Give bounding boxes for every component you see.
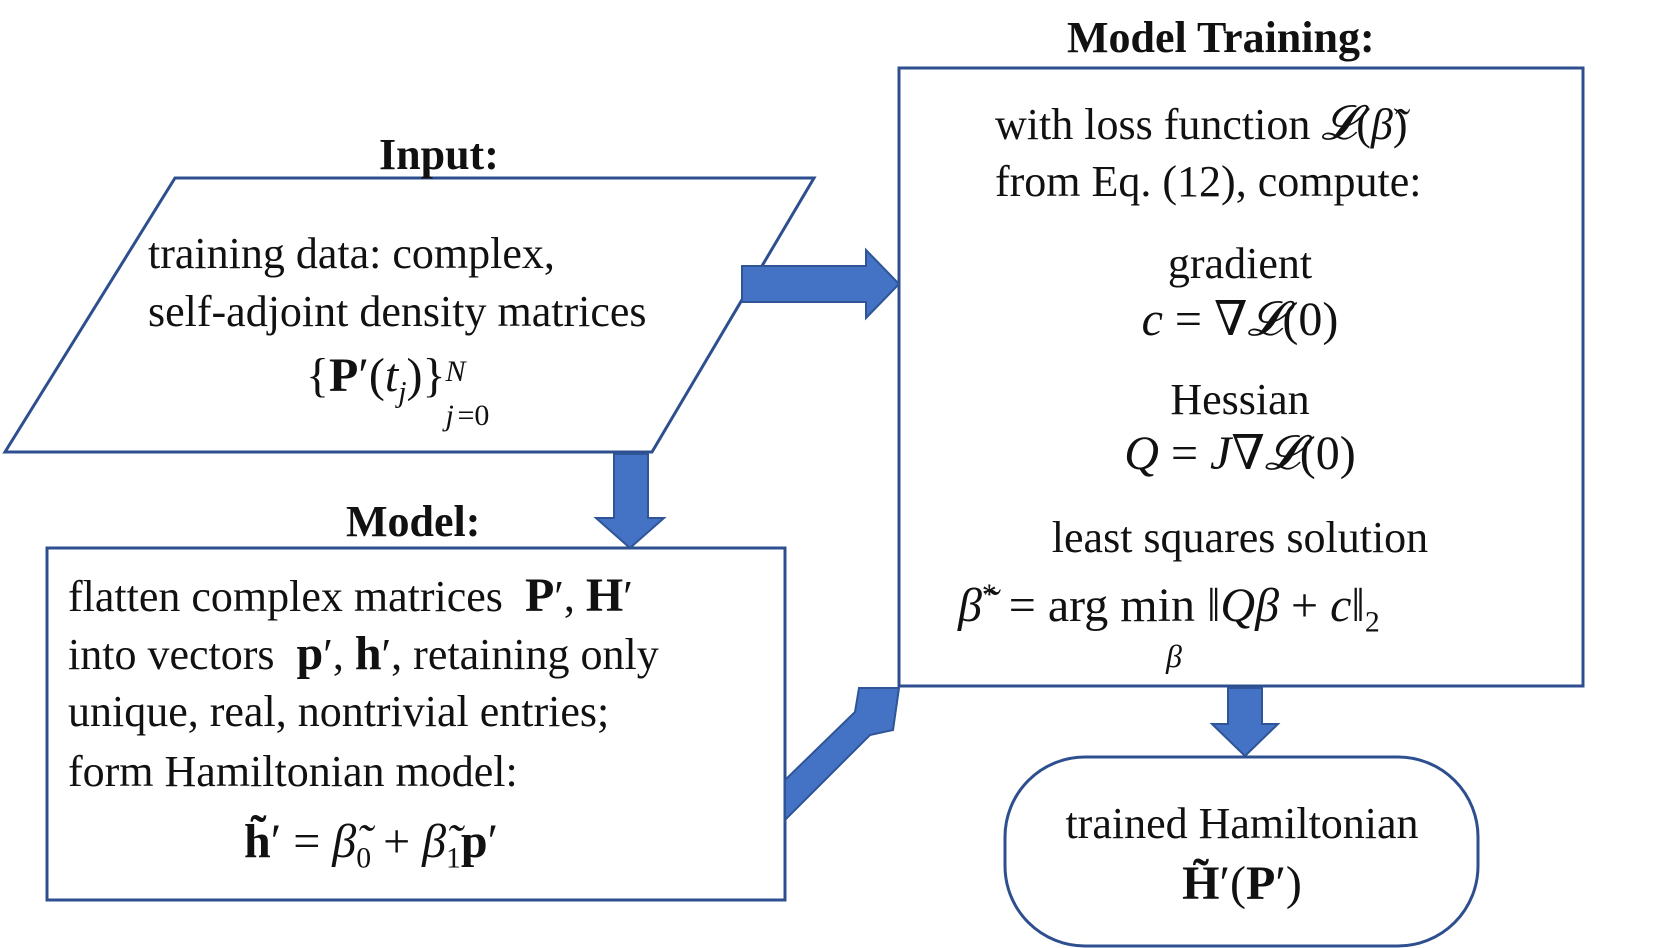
hessian-label: Hessian: [1170, 375, 1310, 424]
least-squares-formula: β̃* = arg min ‖Qβ + c‖2: [958, 578, 1380, 639]
input-heading: Input:: [379, 130, 499, 179]
arrow-model-to-training: [784, 687, 901, 823]
input-parallelogram: [2, 176, 817, 454]
model-line-3: unique, real, nontrivial entries;: [68, 687, 610, 736]
output-box: [1003, 755, 1480, 948]
training-heading: Model Training:: [1067, 13, 1375, 62]
gradient-label: gradient: [1167, 239, 1313, 288]
input-line-1: training data: complex,: [148, 229, 555, 278]
arrow-input-to-model: [593, 453, 667, 550]
model-box: [45, 546, 787, 902]
least-squares-subscript: β: [1166, 638, 1182, 674]
hessian-formula: Q = J∇𝓛(0): [1124, 427, 1356, 480]
arrow-input-to-training: [741, 247, 901, 321]
model-formula: h̃′ = β̃0 + β̃1p′: [244, 815, 499, 875]
least-squares-label: least squares solution: [1051, 513, 1429, 562]
arrow-training-to-output: [1209, 687, 1281, 758]
model-heading: Model:: [346, 497, 481, 546]
training-line-2: from Eq. (12), compute:: [995, 157, 1422, 206]
output-line-1: trained Hamiltonian: [1065, 799, 1419, 848]
model-line-2: into vectors p′, h′, retaining only: [68, 627, 659, 680]
training-box: [897, 66, 1585, 688]
gradient-formula: c = ∇𝓛(0): [1141, 293, 1339, 346]
model-line-1: flatten complex matrices P′, H′: [68, 569, 633, 622]
input-line-2: self-adjoint density matrices: [148, 287, 647, 336]
training-line-1: with loss function 𝓛(β̃): [995, 97, 1408, 150]
model-line-4: form Hamiltonian model:: [68, 747, 518, 796]
output-formula: H̃′(P′): [1182, 857, 1302, 910]
